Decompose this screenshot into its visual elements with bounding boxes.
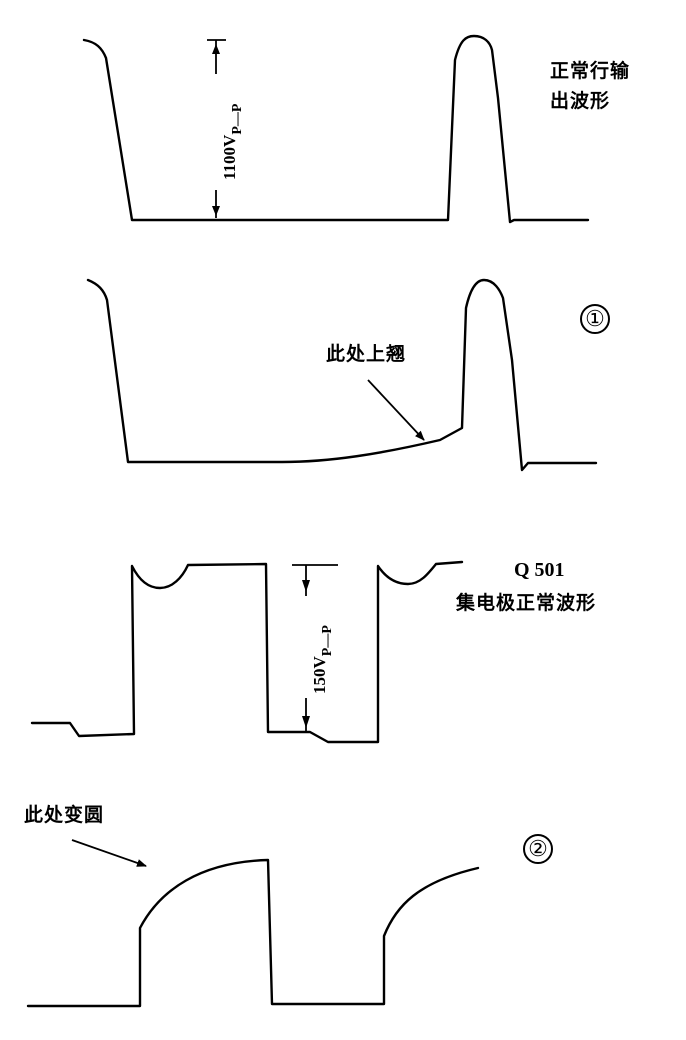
waveform-normal-hout	[82, 34, 590, 224]
waveform-q501-normal	[30, 560, 464, 744]
annotation-arrow-rounded	[71, 839, 147, 867]
marker-2: ②	[523, 834, 553, 864]
measurement-subscript: P—P	[230, 103, 245, 135]
measurement-label-1100v: 1100VP—P	[220, 104, 245, 180]
caption-normal-hout-line2: 出波形	[550, 90, 611, 112]
measurement-value: 1100V	[220, 134, 239, 180]
caption-normal-hout-line1: 正常行输	[550, 60, 631, 82]
caption-q501-line1: Q 501	[514, 559, 565, 581]
waveform-fault-1	[86, 278, 598, 472]
measurement-arrow-150v	[292, 564, 338, 732]
annotation-arrow-rise	[367, 379, 425, 441]
marker-1: ①	[580, 304, 610, 334]
annotation-rise: 此处上翘	[326, 343, 407, 365]
measurement-label-150v: 150VP—P	[310, 625, 335, 694]
measurement-arrow-1100v	[207, 39, 226, 218]
measurement-subscript: P—P	[320, 625, 335, 657]
waveform-fault-2	[26, 858, 480, 1008]
measurement-value: 150V	[310, 656, 329, 694]
caption-q501-line2: 集电极正常波形	[456, 592, 597, 614]
annotation-rounded: 此处变圆	[24, 804, 105, 826]
